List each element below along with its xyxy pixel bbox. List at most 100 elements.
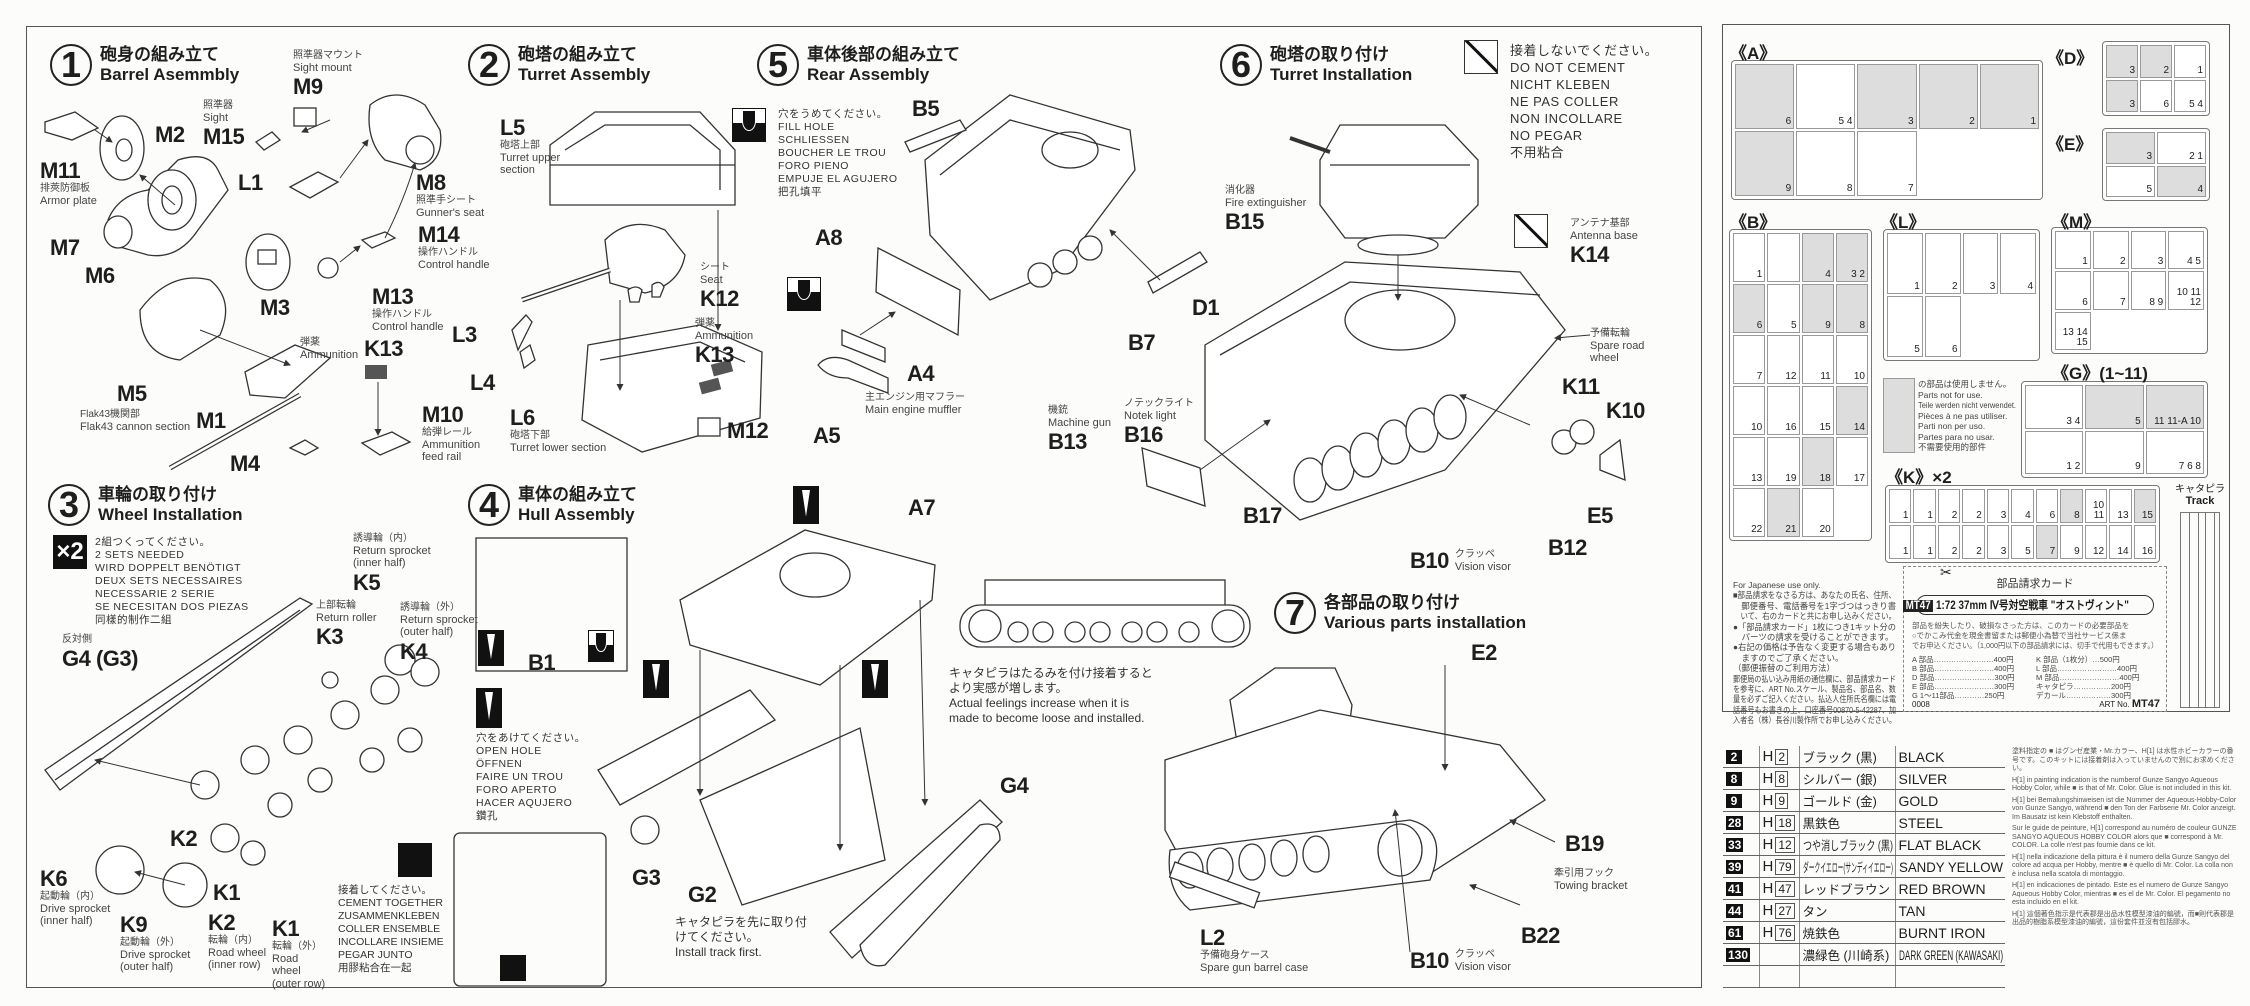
color-name-jp-cell: タン (1799, 899, 1896, 922)
part-name-jp: 予備転輪 (1590, 328, 1630, 339)
color-name-jp: ブラック (黒) (1802, 751, 1877, 765)
color-name-en-cell: RED BROWN (1895, 877, 2005, 900)
part-number: M15 (203, 124, 245, 150)
part-number: 14 (2117, 546, 2129, 557)
rear-assembly-drawing (817, 94, 1208, 394)
part-number: 5 4 (1838, 116, 1853, 127)
paint-note: H[1] bei Bemalungshinweisen ist die Numm… (2012, 796, 2237, 821)
sprue-part: 3 (1962, 233, 1999, 294)
order-info-line-row: 話番号もお書きの上、口座番号00870-5-42287、加 (1733, 705, 1898, 715)
sprue-part: 1 (1889, 525, 1912, 559)
part-label-k1a: K1 (213, 880, 241, 905)
part-label-m6: M6 (85, 263, 115, 288)
step-title-jp: 車体後部の組み立て (807, 45, 960, 64)
part-number: 13 (1751, 473, 1763, 484)
part-number: G2 (688, 882, 717, 907)
color-name-en: FLAT BLACK (1898, 836, 1982, 853)
sprue-part: 20 (1801, 488, 1834, 537)
hobby-prefix: H (1762, 924, 1774, 941)
part-number: 10 (1853, 371, 1865, 382)
track-label-en: Track (2185, 495, 2215, 507)
wheel-installation-drawing (44, 597, 440, 908)
part-number: 9 (1825, 320, 1831, 331)
price-line: D 部品……………………300円 (1912, 673, 2015, 682)
note-line: キャタピラはたるみを付け接着すると (949, 666, 1153, 680)
part-number: L5 (500, 115, 525, 140)
step-title-jp: 砲身の組み立て (100, 45, 219, 64)
part-number: G3 (632, 865, 661, 890)
part-label-d1: D1 (1192, 295, 1220, 320)
part-number: M1 (196, 408, 226, 433)
note-line: 把孔填平 (778, 186, 822, 198)
track-label-jp: キャタピラ (2175, 484, 2225, 495)
part-number: 11 (1820, 371, 1831, 382)
part-label-a8: A8 (815, 225, 843, 250)
legend-line-row: Partes para no usar. (1918, 432, 2018, 443)
part-name-en: Towing bracket (1554, 879, 1628, 892)
part-number: 9 (2074, 546, 2080, 557)
part-number: K11 (1562, 374, 1600, 399)
part-name-jp: 操作ハンドル (372, 309, 432, 321)
sprue-part: 11 (1801, 335, 1834, 384)
order-info-line-row: ■部品請求をなさる方は、あなたの氏名、住所、 (1733, 590, 1898, 600)
note-line: ÖFFNEN (476, 758, 523, 770)
part-name-jp: アンテナ基部 (1570, 218, 1630, 229)
color-name-jp: ダークイエロー(サンディイエロー) (1802, 861, 1893, 875)
note-line: FAIRE UN TROU (476, 771, 564, 783)
part-number: 7 (2049, 546, 2056, 557)
color-name-jp: 濃緑色 (川崎系) (1802, 949, 1890, 963)
hobby-color-number: 47 (1775, 881, 1795, 897)
part-number: 4 (2197, 184, 2203, 195)
step-number: 6 (1220, 44, 1262, 86)
color-name-en: BLACK (1898, 748, 1945, 765)
part-number: M11 (40, 158, 81, 183)
sprue-part: 5 (2085, 385, 2144, 429)
price-line-row: D 部品……………………300円 (1912, 673, 2015, 682)
step-title-en: Barrel Asemmbly (100, 65, 240, 84)
sprue-part: 14 (2109, 525, 2132, 559)
sprue-part: 3 4 (2025, 385, 2084, 429)
step-title-en: Hull Assembly (518, 505, 635, 524)
sprue-part: 5 (2106, 165, 2155, 197)
sprue-part: 6 (1733, 284, 1766, 333)
part-label-b12: B12 (1548, 535, 1587, 560)
part-name-en: Ammunition (695, 329, 754, 342)
part-caption: 起動輪（外）Drive sprocket (outer half) (120, 937, 200, 974)
art-no-value: MT47 (2131, 698, 2160, 710)
price-line: G 1～11部品…………250円 (1912, 691, 2005, 700)
sprue-part: 3 (2106, 79, 2138, 112)
part-number: B1 (528, 650, 556, 675)
part-number: 2 (1976, 510, 1982, 521)
sprue-part: 3 (1986, 489, 2010, 523)
part-number: 8 9 (2149, 296, 2164, 308)
order-info-line: ■部品請求をなさる方は、あなたの氏名、住所、 (1733, 590, 1897, 601)
note-line: けてください。 (675, 930, 759, 944)
mr-color-cell: 41 (1723, 877, 1760, 900)
part-name-jp: Flak43機関部 (80, 409, 141, 421)
hobby-color-cell (1759, 943, 1800, 966)
step-number: 3 (48, 484, 90, 526)
order-info-line: 話番号もお書きの上、口座番号00870-5-42287、加 (1733, 704, 1897, 715)
price-line: M 部品……………………400円 (2036, 673, 2140, 682)
color-name-en-cell: TAN (1895, 899, 2005, 922)
order-info-line-row: パーツの請求を受けることができます。 (1733, 632, 1898, 642)
part-number: 17 (1853, 473, 1865, 484)
mr-color-cell: 8 (1723, 767, 1760, 790)
note-line: 接着しないでください。 (1510, 43, 1659, 58)
mr-color-number: 33 (1726, 838, 1744, 852)
fill-hole-icon (787, 277, 821, 311)
paint-note: H[1] en indicaciones de pintado. Este es… (2012, 882, 2231, 906)
sprue-part (1767, 233, 1800, 282)
unused-parts-swatch (1883, 378, 1915, 453)
